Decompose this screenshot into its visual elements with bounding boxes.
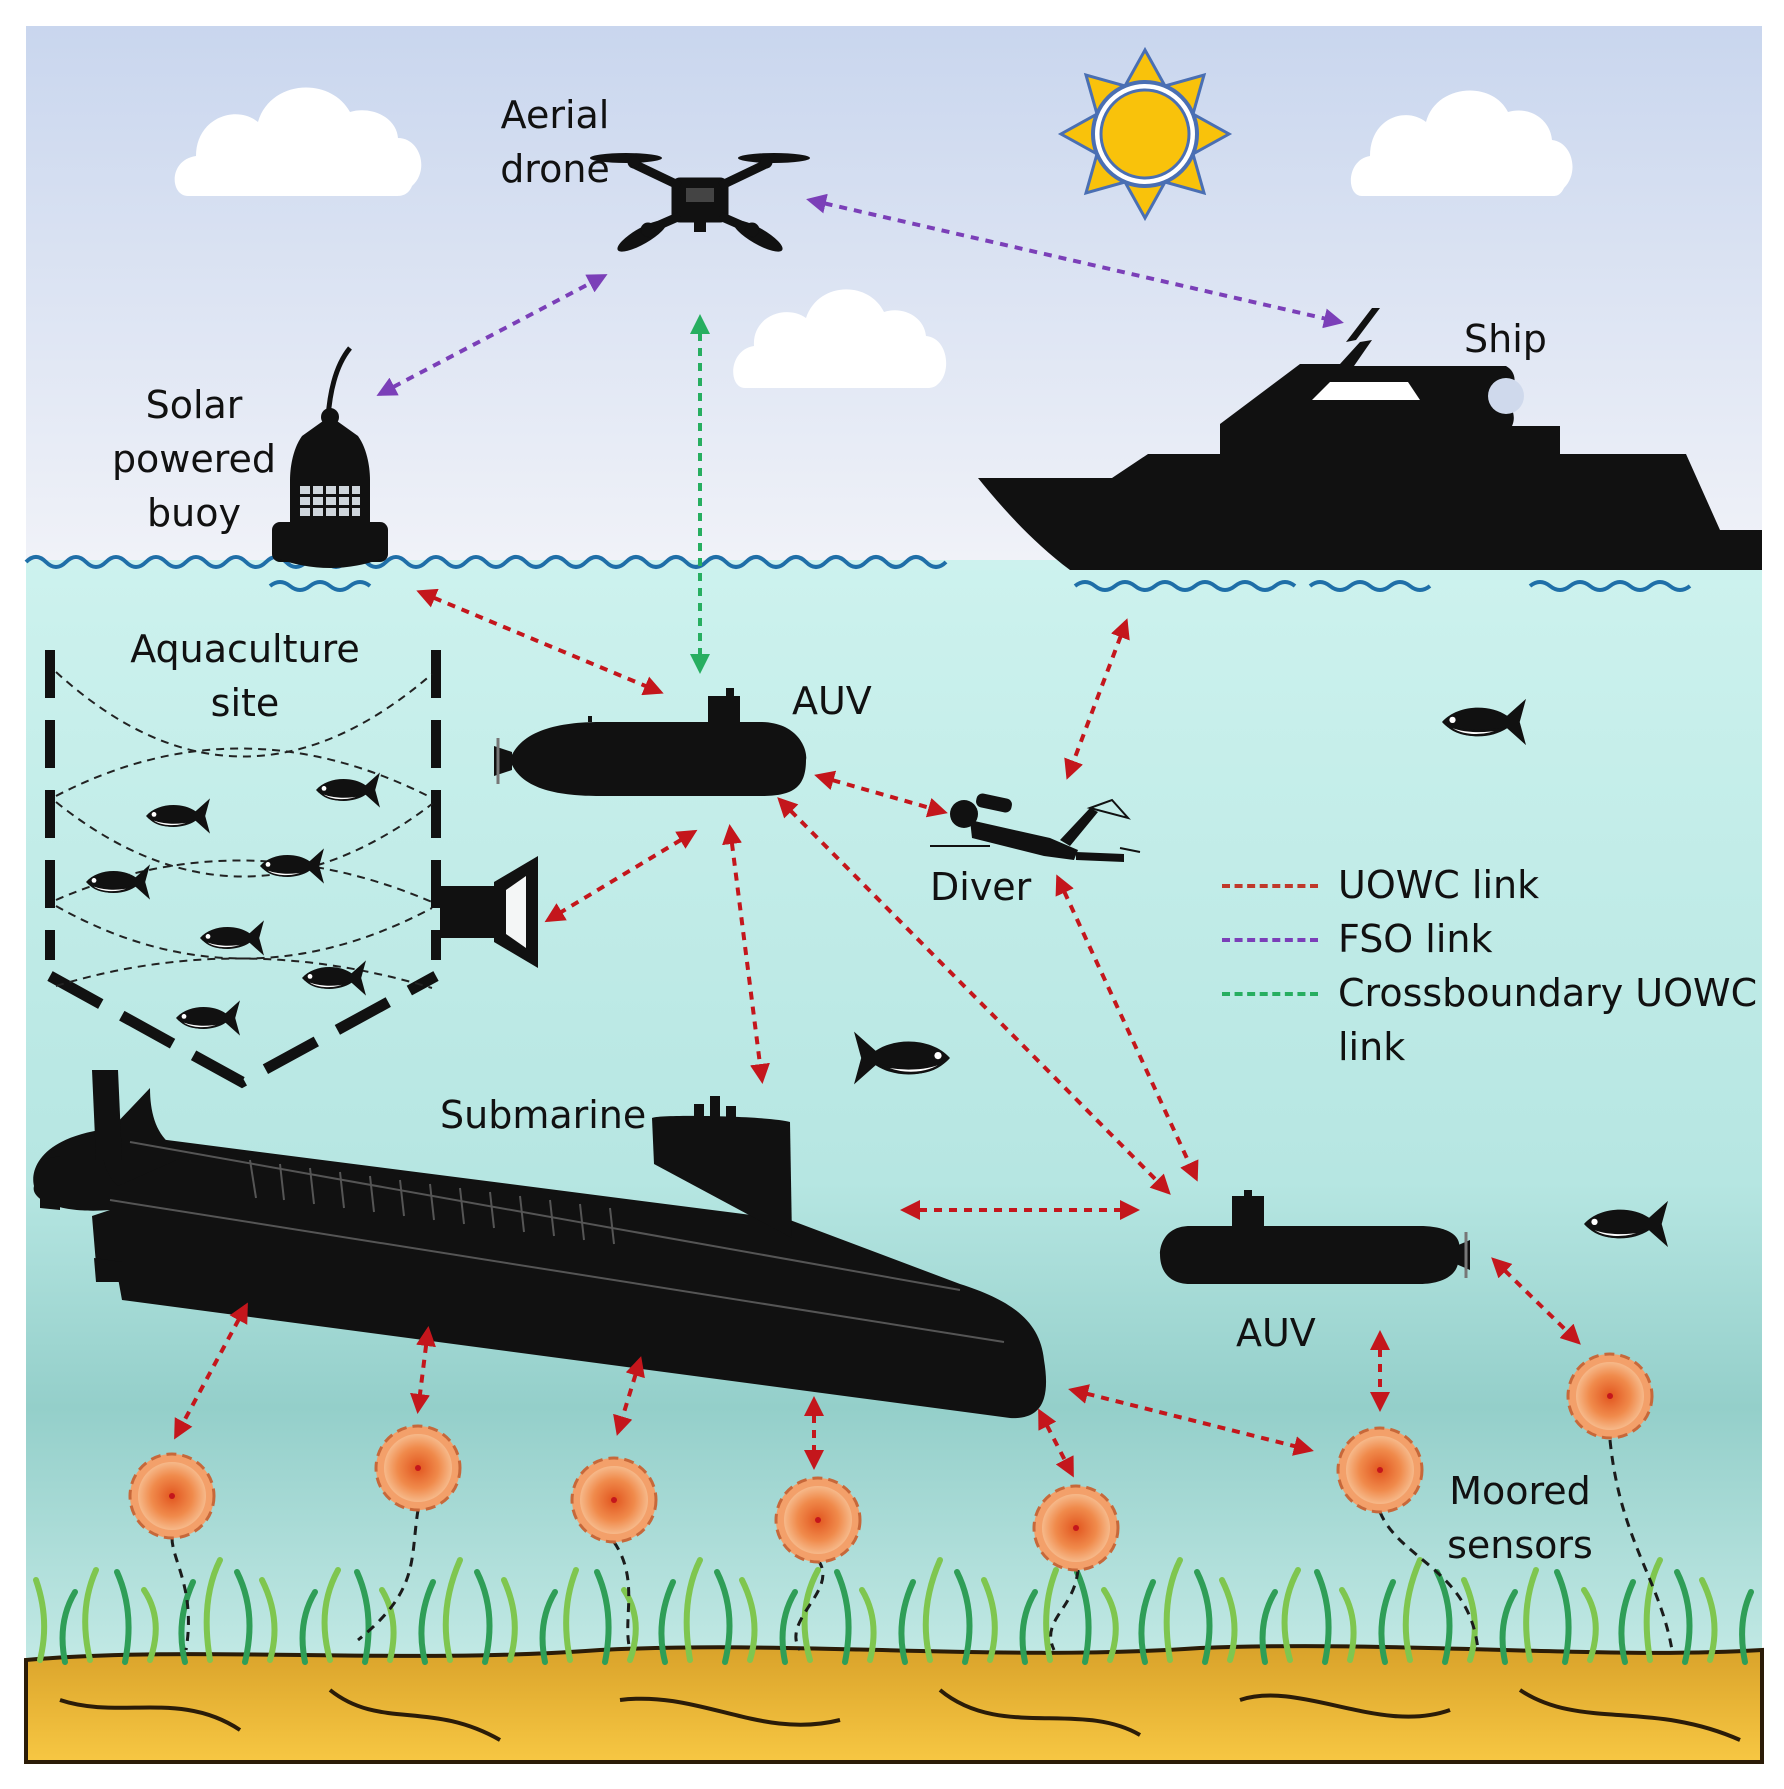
ship-icon [978,308,1762,570]
sensor-icon [128,1452,216,1540]
sun-icon [1057,46,1233,222]
sensor-icon [1566,1352,1654,1440]
buoy-icon [272,346,388,568]
auv-icon [494,688,807,796]
sensor-icon [570,1456,658,1544]
sensor-icon [374,1424,462,1512]
legend-swatch [1222,884,1318,888]
fso-link [376,274,608,396]
legend-swatch [1222,938,1318,942]
speaker-icon [440,856,538,968]
uowc-link [722,824,770,1084]
uowc-link [416,588,664,696]
sensor-icon [774,1476,862,1564]
uowc-link [1068,1384,1314,1456]
sensor-tether [1608,1439,1674,1651]
cloud-icon [1350,90,1573,196]
aquaculture-cage [45,650,441,1089]
uowc-link [613,1356,645,1436]
uowc-link [174,1302,248,1440]
uowc-link [1491,1257,1581,1345]
uowc-link [1038,1408,1074,1478]
legend-swatch [1222,992,1318,996]
sensor-tether [1049,1569,1080,1651]
sensors-label: Moored sensors [1447,1469,1593,1567]
sensor-tether [612,1541,632,1651]
diver-label: Diver [930,865,1032,909]
drone-label: Aerial drone [500,93,610,191]
seabed [24,1644,1764,1764]
aquaculture-label: Aquaculture site [130,627,360,725]
drone-icon [590,153,810,252]
sensor-tether [1378,1511,1480,1651]
cloud-icon [174,87,422,196]
auv-bottom-label: AUV [1236,1311,1316,1355]
water-surface [24,555,1692,592]
uowc-link [544,829,698,923]
uowc-link [777,797,1171,1195]
submarine-label: Submarine [440,1093,647,1137]
sensor-icon [1032,1484,1120,1572]
uowc-link [1055,874,1199,1182]
auv-icon [1160,1190,1470,1284]
fso-link [806,193,1344,329]
sensor-tether [794,1559,825,1651]
uowc-link [1064,618,1130,780]
sensor-icon [1336,1426,1424,1514]
seaweed-icon [33,1557,1754,1665]
auv-top-label: AUV [792,679,872,723]
sensor-tether [170,1537,190,1651]
sensor-tether [357,1509,420,1642]
ship-label: Ship [1464,317,1547,361]
buoy-label: Solar powered buoy [111,383,277,535]
submarine-icon [33,1070,1047,1419]
uowc-link [410,1326,436,1414]
